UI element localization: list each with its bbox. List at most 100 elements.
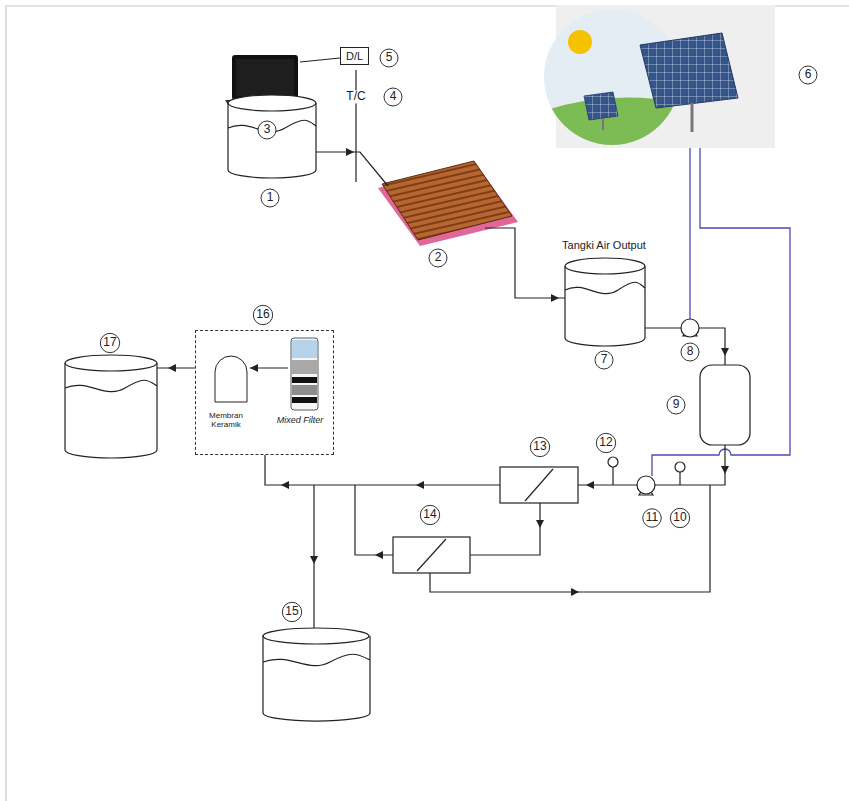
pressure-gauge [675,462,685,472]
callout-circle [100,49,817,622]
page-frame [6,6,849,801]
callout-circle [429,249,447,267]
callout-circle [799,66,817,84]
water-tank [565,258,645,274]
pipe [300,58,340,62]
solar-panel-picture [640,33,738,108]
mixed-filter [292,340,317,358]
flow-arrowhead [586,481,594,489]
pipe [265,455,500,485]
flow-arrowhead [721,466,729,474]
flow-arrowhead [551,294,559,302]
flow-arrowhead [721,348,729,356]
callout-number: 8 [687,345,694,358]
callout-circle [681,343,699,361]
callout-number: 6 [805,68,812,81]
flow-arrowhead [536,520,544,528]
water-tank [263,636,370,721]
callout-number: 16 [256,308,269,321]
callout-circle [384,88,402,106]
pipe [485,228,565,298]
callout-circle [261,189,279,207]
solar-panel-picture [691,103,694,132]
callout-circle [530,437,549,456]
membrane-module [393,537,470,573]
flow-arrowhead [310,556,318,564]
pressure-vessel [700,365,750,445]
part-label: Membran Keramik [199,411,253,429]
power-wire [652,148,790,476]
solar-panel-picture [602,118,604,130]
mixed-filter [292,397,317,403]
callout-number: 13 [533,440,546,453]
pump-symbol [637,476,655,494]
laptop-icon [236,59,294,96]
pipe [470,503,540,555]
flow-arrowhead [375,551,383,559]
pipe [645,327,681,328]
ceramic-membrane [215,356,247,402]
mixed-filter [292,377,317,383]
pipe [316,152,388,186]
callout-number: 7 [601,353,608,366]
callout-number: 10 [673,511,686,524]
callout-circle [100,333,119,352]
pump-symbol [681,319,699,337]
solar-panel-picture [540,5,775,155]
pipe [355,70,356,182]
solar-panel-picture [568,30,592,54]
pump-symbol [637,319,699,495]
callout-number: 15 [285,605,298,618]
water-tank [65,380,157,391]
water-tank [228,103,316,178]
membrane-module [393,467,578,573]
filter-unit-box: Membran Keramik Mixed Filter [195,330,334,455]
callout-circle [667,396,685,414]
callout-circle [380,49,398,67]
callout-number: 14 [423,508,436,521]
callout-circle [420,505,439,524]
callout-circle [670,508,689,527]
water-tank [228,95,316,111]
water-tank [65,95,645,721]
solar-panel-picture [584,92,618,120]
logger-box: D/L [340,47,369,65]
pipe [655,445,725,485]
callout-circle [595,351,613,369]
callout-number: 4 [390,90,397,103]
callout-circle [596,433,615,452]
power-wire [689,148,690,319]
callout-number: 3 [264,123,271,136]
callout-number: 17 [103,336,116,349]
text-label: Tangki Air Output [560,239,648,251]
water-tank [65,355,157,371]
text-label: T/C [344,90,367,103]
callout-circle [643,509,661,527]
mixed-filter [292,360,317,374]
ceramic-membrane [215,356,247,402]
flow-arrowhead [168,148,729,596]
pressure-vessel [700,365,750,445]
callout-number: 9 [673,398,680,411]
pipe [157,58,725,628]
part-label: D/L [346,50,363,62]
pressure-gauge [608,457,618,467]
part-label: Mixed Filter [270,415,330,425]
page-frame [6,6,849,801]
membrane-module [525,469,553,501]
callout-number: 11 [646,511,658,524]
solar-collector [378,161,518,246]
membrane-module [500,467,578,503]
flow-arrowhead [571,588,579,596]
power-wire [652,148,790,476]
water-tank [263,654,370,665]
flow-arrowhead [250,364,258,372]
callout-number: 1 [267,191,274,204]
laptop-icon [232,55,298,100]
water-tank [263,628,369,644]
membrane-module [417,539,446,571]
callout-circle [258,121,276,139]
mixed-filter [292,385,317,395]
